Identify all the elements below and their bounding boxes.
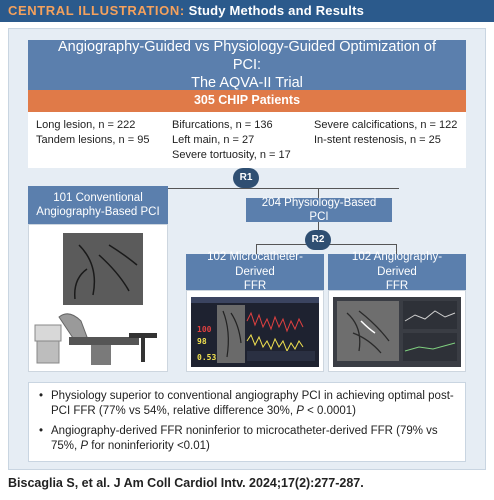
inclusion-criteria: Long lesion, n = 222 Tandem lesions, n =…	[28, 112, 466, 168]
monitor-value: 0.53	[197, 353, 217, 362]
cath-lab-console	[34, 324, 62, 342]
c-arm-icon	[58, 313, 88, 342]
criteria-item: Severe tortuosity, n = 17	[172, 149, 291, 161]
patient-table-icon	[69, 337, 139, 345]
result-item: Angiography-derived FFR noninferior to m…	[39, 424, 457, 454]
criteria-column-2: Bifurcations, n = 136 Left main, n = 27 …	[172, 118, 291, 163]
trial-title-box: Angiography-Guided vs Physiology-Guided …	[28, 38, 466, 92]
trial-title-line1: Angiography-Guided vs Physiology-Guided …	[57, 38, 436, 73]
criteria-item: Long lesion, n = 222	[36, 119, 136, 131]
results-box: Physiology superior to conventional angi…	[28, 382, 466, 462]
microcatheter-ffr-image: 100 98 0.53	[186, 290, 324, 372]
result-item: Physiology superior to conventional angi…	[39, 389, 457, 419]
population-box: 305 CHIP Patients	[28, 90, 466, 112]
citation: Biscaglia S, et al. J Am Coll Cardiol In…	[8, 476, 364, 490]
angiogram-image	[63, 233, 143, 305]
physiology-arm-box: 204 Physiology-Based PCI	[246, 196, 392, 223]
arm-label: 204 Physiology-Based PCI	[261, 196, 377, 223]
arm-label: 102 Microcatheter-Derived	[207, 251, 303, 278]
monitor-value: 98	[197, 337, 207, 346]
header-bar	[0, 0, 494, 22]
criteria-item: Tandem lesions, n = 95	[36, 134, 150, 146]
header-subtitle: Study Methods and Results	[188, 3, 365, 18]
arm-label: 102 Angiography-Derived	[351, 251, 443, 278]
arm-label: FFR	[243, 280, 267, 293]
monitor-value: 100	[197, 325, 212, 334]
randomization-badge-r2: R2	[305, 230, 331, 250]
header-title: CENTRAL ILLUSTRATION: Study Methods and …	[8, 3, 364, 18]
connector-line	[318, 222, 319, 232]
trial-title-line2: The AQVA-II Trial	[191, 75, 303, 92]
criteria-column-3: Severe calcifications, n = 122 In-stent …	[314, 118, 457, 148]
cath-lab-image	[28, 224, 168, 372]
population-label: 305 CHIP Patients	[193, 93, 301, 108]
arm-label: 101 Conventional	[53, 191, 143, 204]
connector-line	[396, 244, 397, 256]
angiography-ffr-image	[328, 290, 466, 372]
header-label: CENTRAL ILLUSTRATION:	[8, 3, 185, 18]
connector-line	[256, 244, 257, 256]
criteria-item: In-stent restenosis, n = 25	[314, 134, 441, 146]
connector-line	[95, 188, 399, 189]
randomization-badge-r1: R1	[233, 168, 259, 188]
criteria-item: Severe calcifications, n = 122	[314, 119, 458, 131]
arm-label: FFR	[385, 280, 409, 293]
arm-label: Angiography-Based PCI	[36, 206, 160, 218]
connector-line	[318, 188, 319, 200]
criteria-item: Left main, n = 27	[172, 134, 255, 146]
criteria-column-1: Long lesion, n = 222 Tandem lesions, n =…	[36, 118, 149, 148]
criteria-item: Bifurcations, n = 136	[172, 119, 273, 131]
